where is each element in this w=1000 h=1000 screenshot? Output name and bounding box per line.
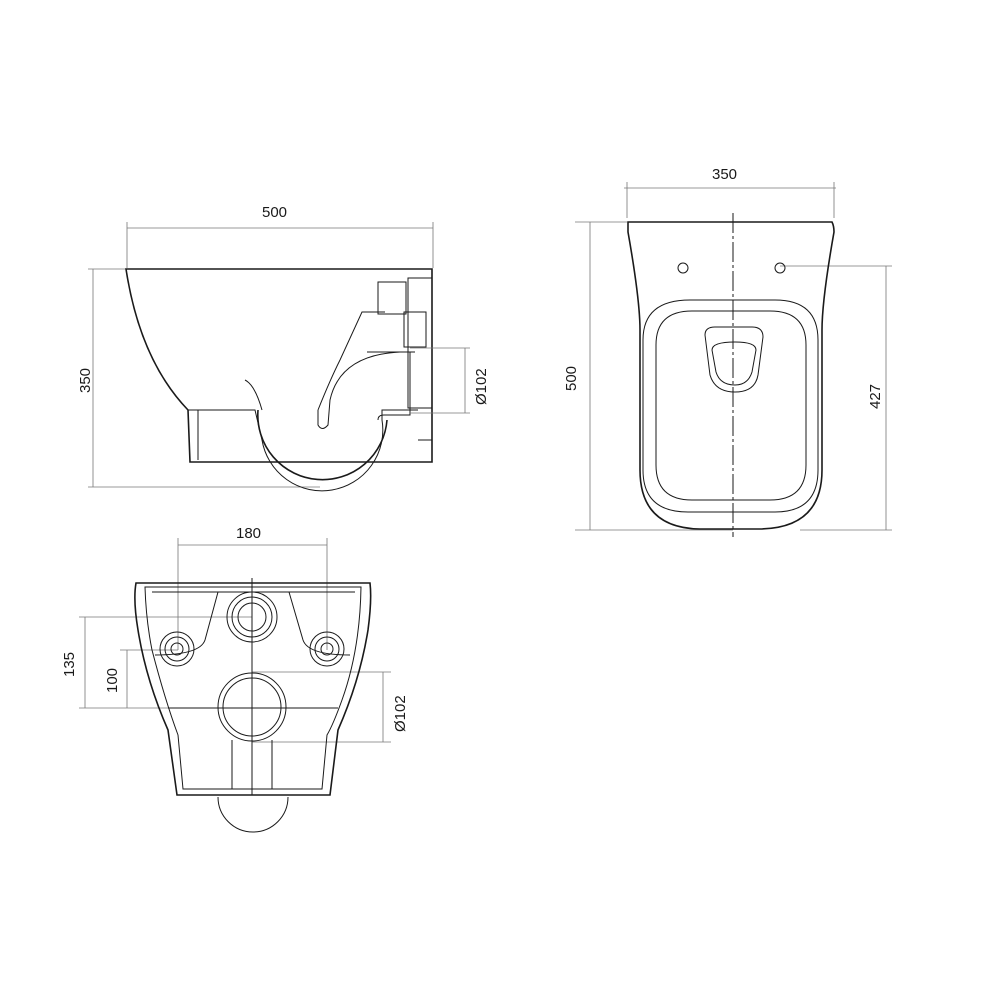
fixing-hole-left (159, 631, 195, 667)
fixing-hole (677, 262, 689, 274)
side-outlet-label: Ø102 (473, 368, 490, 405)
rear-height-lower-label: 100 (104, 668, 121, 693)
seat-outline (627, 221, 835, 530)
side-height-label: 350 (77, 368, 94, 393)
water-inlet (226, 591, 278, 643)
top-length-label: 500 (563, 366, 580, 391)
side-view: 500 350 Ø102 (77, 204, 490, 492)
top-width-label: 350 (712, 166, 737, 183)
rear-height-upper-label: 135 (61, 652, 78, 677)
trap-outline (257, 409, 388, 481)
top-view: 350 500 427 (563, 166, 892, 537)
bowl-outline (125, 268, 433, 463)
fixing-hole (774, 262, 786, 274)
rear-spacing-label: 180 (236, 525, 261, 542)
rear-view: 180 135 100 Ø102 (61, 525, 409, 833)
rear-outlet-label: Ø102 (392, 695, 409, 732)
top-depth-label: 427 (867, 384, 884, 409)
side-width-label: 500 (262, 204, 287, 221)
outlet-hole (217, 672, 287, 742)
rear-outline (134, 582, 372, 796)
fixing-hole-right (309, 631, 345, 667)
